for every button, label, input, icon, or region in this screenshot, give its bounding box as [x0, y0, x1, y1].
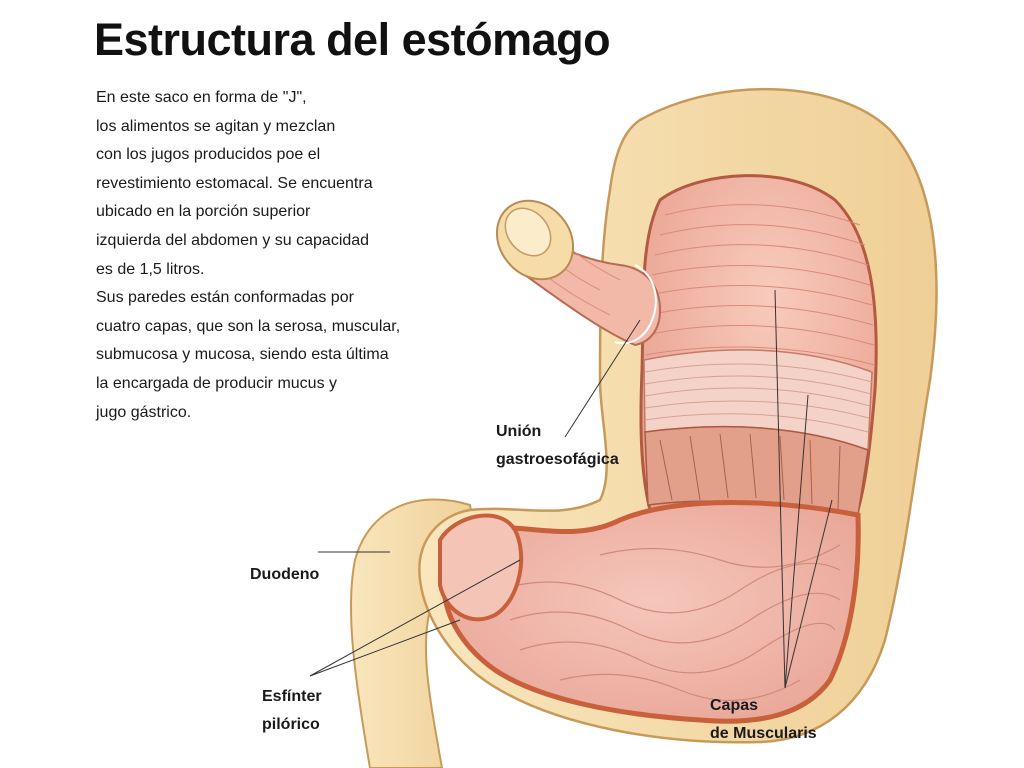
label-line: Esfínter: [262, 688, 322, 705]
description-line: izquierda del abdomen y su capacidad: [96, 231, 370, 249]
description-line: es de 1,5 litros.: [96, 260, 205, 278]
muscle-fibers: [644, 204, 876, 366]
description-line: la encargada de producir mucus y: [96, 374, 338, 392]
description-line: submucosa y mucosa, siendo esta última: [96, 346, 389, 364]
label-muscularis-layers: Capas de Muscularis: [710, 692, 817, 748]
page-title: Estructura del estómago: [94, 14, 611, 65]
description-line: con los jugos producidos poe el: [96, 146, 321, 164]
pyloric-sphincter-shape: [438, 513, 524, 622]
stomach-mucosa: [441, 500, 861, 724]
mucosa-rugae: [499, 544, 841, 702]
label-line: pilórico: [262, 716, 320, 733]
description-line: Sus paredes están conformadas por: [96, 289, 354, 307]
label-line: de Muscularis: [710, 725, 817, 742]
description-line: revestimiento estomacal. Se encuentra: [96, 174, 373, 192]
label-line: Duodeno: [250, 566, 320, 583]
description-line: cuatro capas, que son la serosa, muscula…: [96, 317, 401, 335]
label-pyloric-sphincter: Esfínter pilórico: [262, 683, 322, 739]
label-line: Capas: [710, 697, 759, 714]
label-line: gastroesofágica: [496, 451, 619, 468]
leader-lines: [309, 289, 833, 689]
description-line: ubicado en la porción superior: [96, 203, 311, 221]
description-line: En este saco en forma de "J",: [96, 89, 307, 106]
label-duodenum: Duodeno: [250, 561, 319, 589]
label-gastroesophageal-junction: Unión gastroesofágica: [496, 418, 619, 474]
description-line: los alimentos se agitan y mezclan: [96, 117, 336, 135]
description-text: En este saco en forma de "J", los alimen…: [96, 84, 496, 427]
description-line: jugo gástrico.: [96, 403, 192, 421]
label-line: Unión: [496, 423, 542, 440]
